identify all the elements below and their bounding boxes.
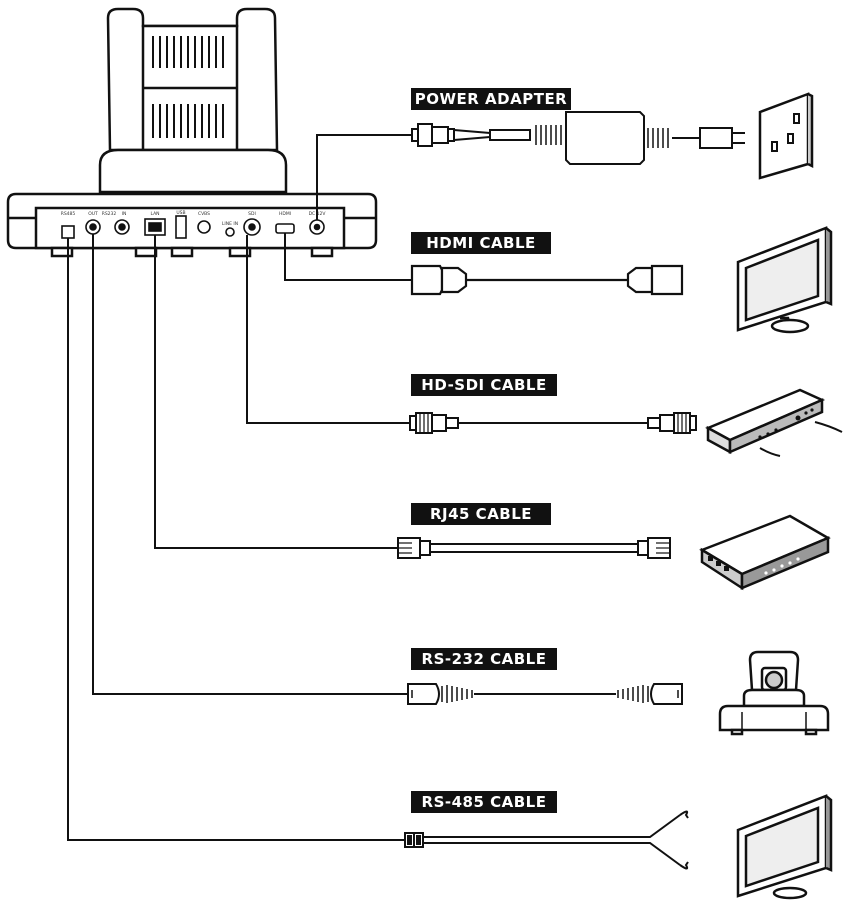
rs485-port bbox=[61, 225, 75, 239]
hd-sdi-cable bbox=[409, 412, 697, 434]
rs-232-cable bbox=[407, 683, 683, 705]
line-in-port bbox=[225, 227, 235, 237]
label-rj45-cable: RJ45 CABLE bbox=[411, 503, 551, 525]
label-hd-sdi-cable: HD-SDI CABLE bbox=[411, 374, 557, 396]
rs485-line bbox=[67, 238, 405, 841]
cvbs-port bbox=[197, 220, 211, 234]
router-device bbox=[699, 514, 831, 591]
hdmi-cable bbox=[410, 264, 684, 296]
port-label-rs485: RS485 bbox=[61, 211, 76, 217]
port-label-sdi: SDI bbox=[248, 211, 256, 217]
monitor-device-2 bbox=[736, 794, 833, 900]
rs232-line bbox=[92, 234, 408, 695]
hdmi-port bbox=[275, 223, 295, 234]
camera-rear-view bbox=[6, 7, 378, 258]
port-label-usb: USB bbox=[176, 210, 185, 216]
ptz-camera-device bbox=[718, 650, 830, 736]
vent-slots bbox=[152, 36, 224, 138]
hdmi-line bbox=[284, 233, 412, 281]
port-label-in: IN bbox=[122, 211, 127, 217]
sdi-line bbox=[246, 235, 410, 424]
usb-port bbox=[175, 215, 187, 239]
label-hdmi-cable: HDMI CABLE bbox=[411, 232, 551, 254]
rj45-line bbox=[154, 235, 398, 549]
label-power-adapter: POWER ADAPTER bbox=[411, 88, 571, 110]
port-label-hdmi: HDMI bbox=[279, 211, 291, 217]
wall-outlet-device bbox=[758, 92, 814, 180]
power-line bbox=[316, 134, 412, 220]
label-rs-232-cable: RS-232 CABLE bbox=[411, 648, 557, 670]
port-label-lan: LAN bbox=[150, 211, 159, 217]
port-label-out: OUT bbox=[88, 211, 98, 217]
port-label-line-in: LINE IN bbox=[222, 221, 238, 227]
rs-485-cable bbox=[404, 810, 689, 870]
rj45-cable bbox=[397, 537, 671, 559]
label-rs-485-cable: RS-485 CABLE bbox=[411, 791, 557, 813]
power-adapter-cable bbox=[411, 111, 745, 165]
port-label-cvbs: CVBS bbox=[198, 211, 210, 217]
connector-lines bbox=[67, 134, 412, 841]
video-switcher-device bbox=[705, 388, 843, 457]
monitor-device bbox=[736, 226, 833, 334]
port-label-rs232: RS232 bbox=[102, 211, 117, 217]
